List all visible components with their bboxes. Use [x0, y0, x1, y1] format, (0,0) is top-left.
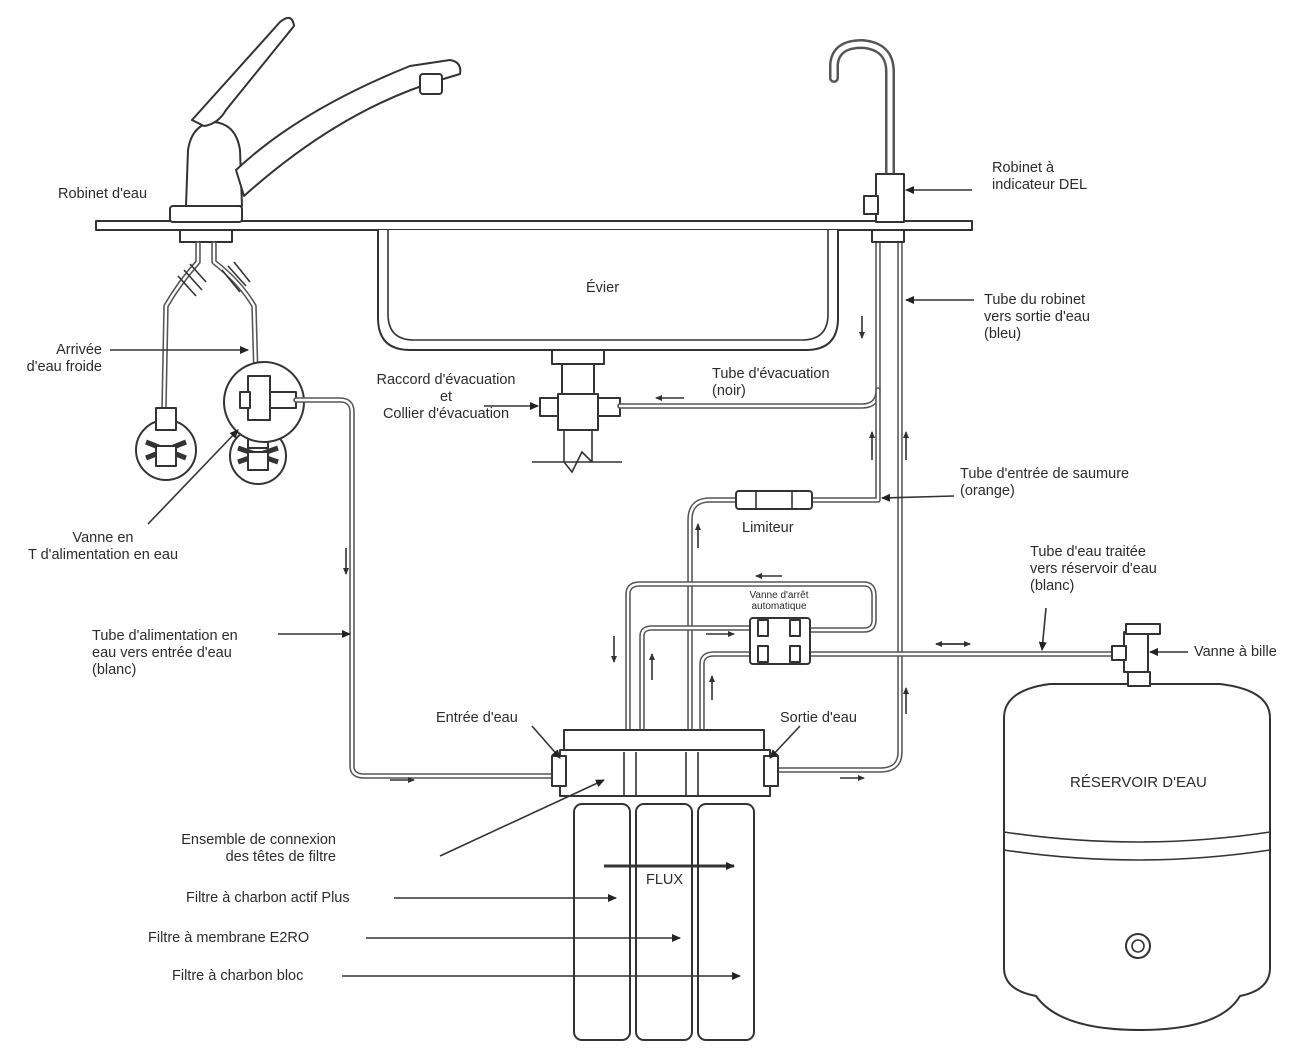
tubing [293, 237, 1125, 779]
cold-water-supply-hoses [161, 241, 259, 411]
filter-cartridges [573, 803, 755, 1041]
label-arrivee-eau-froide: Arrivée d'eau froide [26, 342, 102, 375]
kitchen-faucet [169, 16, 462, 243]
label-tube-saumure: Tube d'entrée de saumure (orange) [960, 466, 1130, 499]
label-ensemble-connexion: Ensemble de connexion des têtes de filtr… [181, 832, 336, 865]
label-filtre-charbon-bloc: Filtre à charbon bloc [172, 968, 304, 984]
label-vanne-bille: Vanne à bille [1194, 644, 1277, 660]
label-flux: FLUX [646, 872, 684, 888]
drain-pipe [532, 363, 622, 474]
tee-valve [223, 361, 305, 443]
label-reservoir: RÉSERVOIR D'EAU [1070, 774, 1207, 791]
flow-arrows [343, 316, 971, 783]
label-vanne-t: Vanne en T d'alimentation en eau [27, 530, 179, 563]
label-vanne-arret: Vanne d'arrêt automatique [749, 590, 809, 612]
leader-lines [110, 186, 1188, 980]
led-indicator-faucet [829, 39, 905, 243]
ball-valve [1111, 623, 1161, 673]
filter-head-assembly [551, 729, 779, 797]
label-tube-alimentation: Tube d'alimentation en eau vers entrée d… [92, 628, 238, 678]
label-entree-eau: Entrée d'eau [436, 710, 518, 726]
label-limiteur: Limiteur [742, 520, 794, 536]
label-evier: Évier [586, 280, 620, 296]
label-raccord-evacuation: Raccord d'évacuation et Collier d'évacua… [376, 372, 516, 422]
sink-basin [377, 230, 839, 365]
shutoff-valve-left [135, 407, 197, 481]
automatic-shutoff-valve [749, 617, 811, 665]
label-sortie-eau: Sortie d'eau [780, 710, 857, 726]
label-robinet-eau: Robinet d'eau [58, 186, 148, 202]
label-filtre-charbon-actif: Filtre à charbon actif Plus [186, 890, 350, 906]
label-filtre-membrane: Filtre à membrane E2RO [148, 930, 310, 946]
label-robinet-del: Robinet à indicateur DEL [992, 160, 1088, 193]
flow-limiter [735, 490, 813, 510]
label-tube-evacuation: Tube d'évacuation (noir) [712, 366, 830, 399]
label-tube-eau-traitee: Tube d'eau traitée vers réservoir d'eau … [1030, 544, 1157, 594]
label-tube-robinet: Tube du robinet vers sortie d'eau (bleu) [984, 292, 1090, 342]
water-tank [1003, 671, 1271, 1031]
